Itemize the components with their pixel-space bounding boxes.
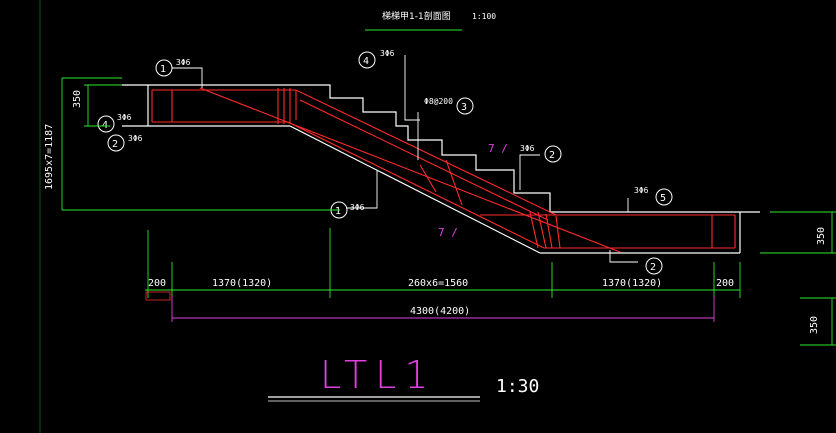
svg-text:3: 3 <box>461 102 467 113</box>
dim-total: 4300(4200) <box>410 306 470 317</box>
svg-text:4: 4 <box>363 56 369 67</box>
callout-3: 3 Φ8@200 <box>424 97 474 115</box>
callout-4-top: 4 3Φ6 <box>358 49 395 69</box>
right-dimensions <box>760 211 836 346</box>
svg-text:3Φ6: 3Φ6 <box>520 144 535 153</box>
mark-1: 7 / <box>488 142 508 155</box>
dim-seg-5: 200 <box>716 278 734 289</box>
section-scale: 1:100 <box>472 12 496 21</box>
dim-seg-2: 1370(1320) <box>212 278 272 289</box>
callout-2-mid: 2 3Φ6 <box>520 144 562 163</box>
stair-outline <box>122 84 760 254</box>
bottom-dimension-lines <box>145 228 741 298</box>
dim-seg-3: 260x6=1560 <box>408 278 468 289</box>
svg-text:2: 2 <box>549 150 555 161</box>
drawing-scale: 1:30 <box>496 376 539 397</box>
svg-text:3Φ6: 3Φ6 <box>117 113 132 122</box>
callout-4-left: 4 3Φ6 <box>97 113 132 133</box>
left-dimensions <box>61 77 340 211</box>
dim-right-350-2: 350 <box>809 316 820 334</box>
rebar-lines <box>151 87 736 253</box>
svg-text:5: 5 <box>660 193 666 204</box>
callout-2-left: 2 3Φ6 <box>107 134 143 152</box>
dim-left-350: 350 <box>72 90 83 108</box>
svg-text:4: 4 <box>102 120 108 131</box>
total-dimension-line <box>171 296 715 322</box>
dim-right-350-1: 350 <box>816 227 827 245</box>
section-title: 梯梯甲1-1剖面图 <box>382 10 451 22</box>
svg-text:3Φ6: 3Φ6 <box>128 134 143 143</box>
callout-5: 5 3Φ6 <box>634 186 673 206</box>
svg-text:3Φ6: 3Φ6 <box>380 49 395 58</box>
svg-text:3Φ6: 3Φ6 <box>176 58 191 67</box>
svg-text:3Φ6: 3Φ6 <box>634 186 649 195</box>
callout-2-bottom: 2 <box>645 257 663 275</box>
svg-text:Φ8@200: Φ8@200 <box>424 97 453 106</box>
leader-lines <box>172 55 638 263</box>
dim-left-vertical: 1695x7=1187 <box>44 124 55 190</box>
seg-1-marker <box>145 291 171 301</box>
svg-text:1: 1 <box>335 206 341 217</box>
mark-2: 7 / <box>438 226 458 239</box>
svg-text:1: 1 <box>160 64 166 75</box>
svg-text:2: 2 <box>650 262 656 273</box>
svg-text:3Φ6: 3Φ6 <box>350 203 365 212</box>
drawing-name: LTL1 <box>320 353 437 397</box>
callout-1-top: 1 3Φ6 <box>155 58 191 77</box>
svg-text:2: 2 <box>112 139 118 150</box>
dim-seg-4: 1370(1320) <box>602 278 662 289</box>
dim-seg-1: 200 <box>148 278 166 289</box>
